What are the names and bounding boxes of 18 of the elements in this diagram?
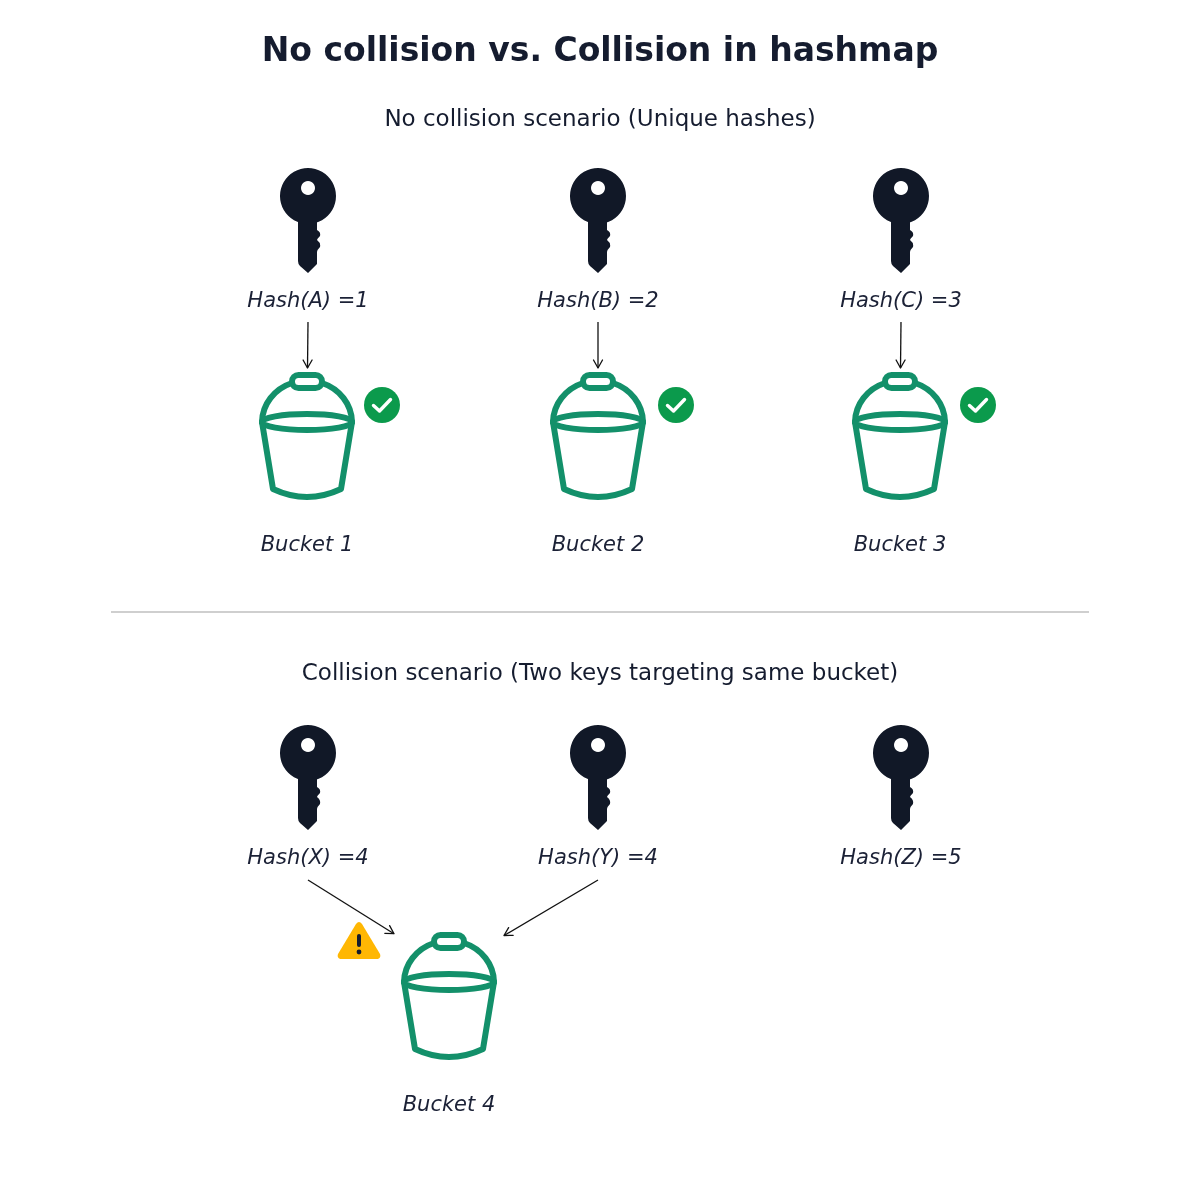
- bucket-label: Bucket 1: [260, 531, 354, 557]
- hash-label: Hash(C) =3: [840, 287, 962, 313]
- arrow: [895, 321, 906, 369]
- hash-label: Hash(A) =1: [247, 287, 369, 313]
- hash-label: Hash(Z) =5: [840, 844, 962, 870]
- diagram-title: No collision vs. Collision in hashmap: [261, 30, 939, 70]
- hash-label: Hash(B) =2: [537, 287, 659, 313]
- section-heading: No collision scenario (Unique hashes): [384, 104, 816, 133]
- arrow: [503, 879, 599, 937]
- hash-label: Hash(X) =4: [247, 844, 369, 870]
- bucket-label: Bucket 3: [853, 531, 947, 557]
- arrow: [302, 321, 313, 369]
- arrow: [307, 879, 395, 935]
- section-heading: Collision scenario (Two keys targeting same bucket): [301, 658, 899, 687]
- arrow: [592, 321, 604, 369]
- bucket-label: Bucket 4: [402, 1091, 496, 1117]
- hash-label: Hash(Y) =4: [538, 844, 658, 870]
- bucket-label: Bucket 2: [551, 531, 645, 557]
